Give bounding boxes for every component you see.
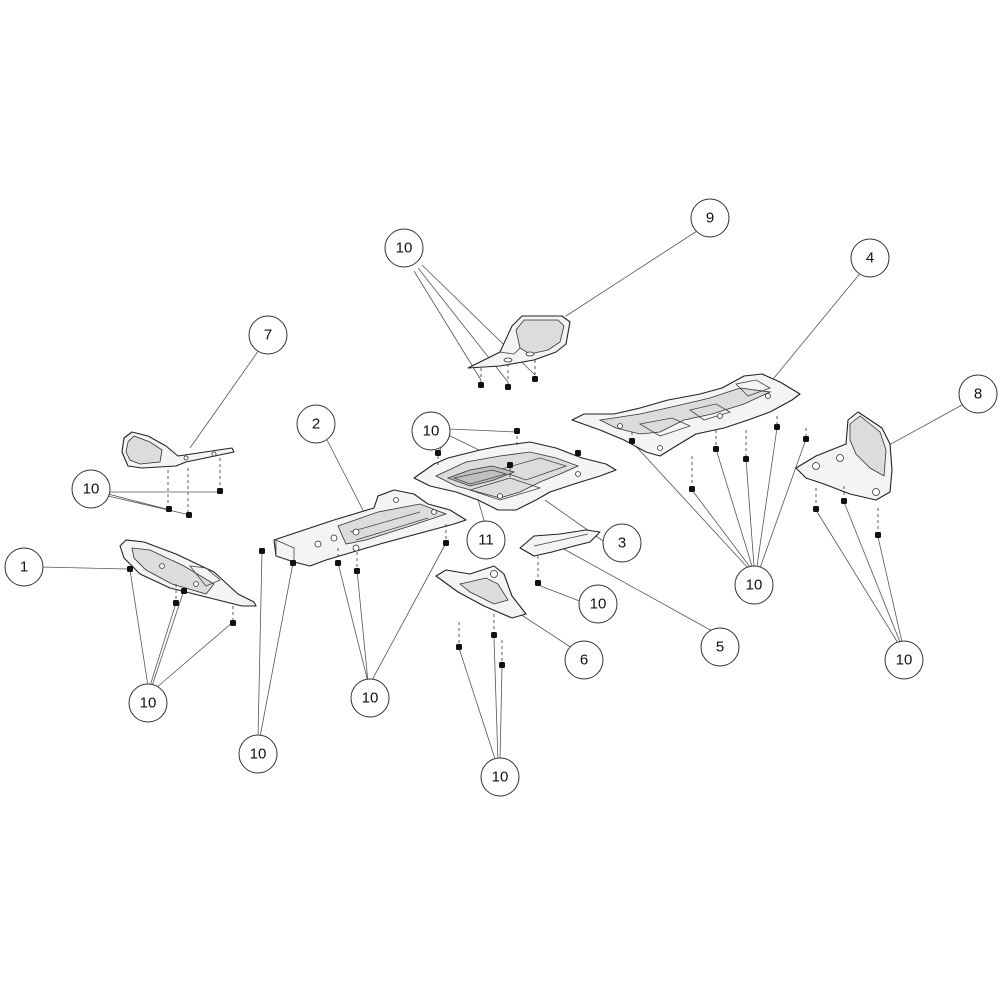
callout-10-right-lower: 10 <box>734 565 774 605</box>
callout-10-right-bottom-label: 10 <box>896 652 913 669</box>
callout-2: 2 <box>296 404 336 444</box>
callouts: 9 10 4 7 8 2 10 10 <box>4 198 998 797</box>
callout-10-right-bottom: 10 <box>884 640 924 680</box>
callout-7-label: 7 <box>264 327 272 344</box>
part-5-small-plate <box>519 529 601 586</box>
callout-10-part6: 10 <box>480 757 520 797</box>
callout-11: 11 <box>466 520 506 560</box>
callout-4: 4 <box>850 238 890 278</box>
callout-10-top: 10 <box>384 228 424 268</box>
callout-10-part2-label: 10 <box>362 690 379 707</box>
callout-10-right-lower-label: 10 <box>746 577 763 594</box>
part-6-angled-bracket <box>435 565 527 668</box>
callout-10-left-upper: 10 <box>71 469 111 509</box>
callout-2-label: 2 <box>312 416 320 433</box>
callout-3-label: 3 <box>618 535 626 552</box>
part-2-skid-plate <box>259 489 467 574</box>
callout-8: 8 <box>958 374 998 414</box>
part-8-right-bracket <box>795 411 893 538</box>
callout-10-bottom-left: 10 <box>238 734 278 774</box>
callout-10-part2: 10 <box>350 678 390 718</box>
callout-10-top-label: 10 <box>396 240 413 257</box>
callout-3: 3 <box>602 523 642 563</box>
callout-6-label: 6 <box>580 652 588 669</box>
callout-1: 1 <box>4 547 44 587</box>
callout-9: 9 <box>690 198 730 238</box>
part-3-center-plate <box>413 428 617 511</box>
part-4-right-skid-plate <box>571 373 809 492</box>
callout-10-part5: 10 <box>578 584 618 624</box>
callout-10-bottom-left-label: 10 <box>250 746 267 763</box>
part-9-upper-guard <box>467 315 571 390</box>
callout-7: 7 <box>248 315 288 355</box>
callout-5-label: 5 <box>716 639 724 656</box>
callout-10-center-label: 10 <box>423 423 440 440</box>
part-11-bracket <box>446 465 516 487</box>
callout-10-part6-label: 10 <box>492 769 509 786</box>
callout-10-center: 10 <box>411 411 451 451</box>
callout-5: 5 <box>700 627 740 667</box>
callout-4-label: 4 <box>866 250 874 267</box>
part-7-small-guard <box>121 431 235 518</box>
callout-10-part1: 10 <box>128 683 168 723</box>
callout-10-left-upper-label: 10 <box>83 481 100 498</box>
callout-6: 6 <box>564 640 604 680</box>
part-1-lower-left-guard <box>119 539 257 626</box>
callout-11-label: 11 <box>478 532 494 549</box>
callout-9-label: 9 <box>706 210 714 227</box>
callout-1-label: 1 <box>20 559 28 576</box>
callout-10-part5-label: 10 <box>590 596 607 613</box>
callout-8-label: 8 <box>974 386 982 403</box>
callout-10-part1-label: 10 <box>140 695 157 712</box>
